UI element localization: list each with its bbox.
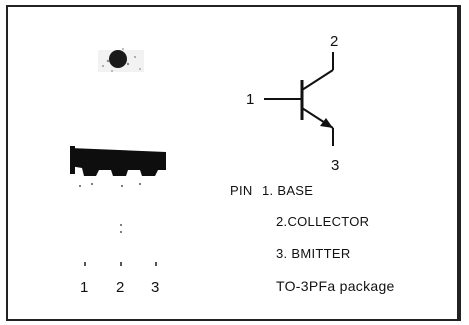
lead-pin-3-end <box>155 262 157 266</box>
pin-1-description: 1. BASE <box>262 183 314 198</box>
lead-dots <box>79 183 157 266</box>
mounting-hole <box>109 50 127 68</box>
pin-3-description: 3. BMITTER <box>276 246 351 261</box>
lead-pin-1-end <box>84 262 86 266</box>
lead-pin-2-end <box>120 262 122 266</box>
emitter-arrow-icon <box>320 118 333 128</box>
package-name: TO-3PFa package <box>276 278 395 294</box>
pin-2-description: 2.COLLECTOR <box>276 214 370 229</box>
package-body-side-view <box>70 146 166 176</box>
lead-label-1: 1 <box>80 279 89 296</box>
transistor-symbol <box>264 52 334 146</box>
collector-lead <box>301 69 334 91</box>
right-border-bar <box>457 5 461 321</box>
pin-prefix: PIN <box>230 183 253 198</box>
collector-terminal-label: 2 <box>330 33 339 50</box>
lead-label-3: 3 <box>151 279 160 296</box>
emitter-terminal-label: 3 <box>331 157 340 174</box>
lead-label-2: 2 <box>116 279 125 296</box>
package-mounting-tab <box>98 48 144 72</box>
base-terminal-label: 1 <box>246 91 255 108</box>
